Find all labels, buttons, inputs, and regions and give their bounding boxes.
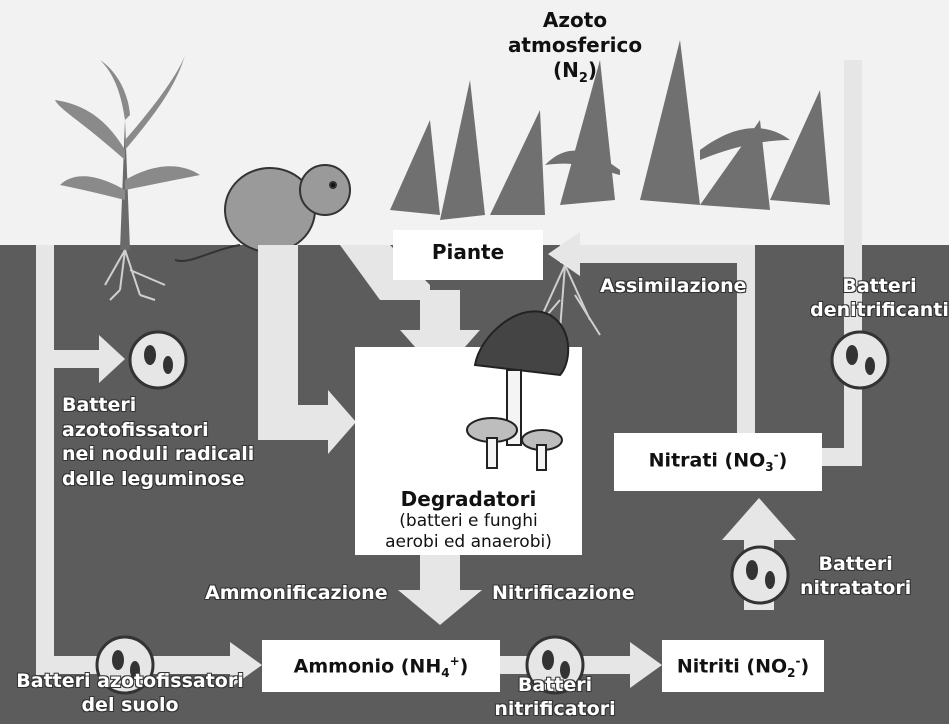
assimilation-label: Assimilazione — [600, 275, 747, 299]
nitrates-label: Nitrati (NO3-) — [614, 448, 822, 475]
bacteria-icon-denitrifying — [832, 332, 888, 388]
atmosphere-label-sub: 2 — [579, 71, 588, 86]
bacteria-icon-nitratator — [732, 547, 788, 603]
decomposers-title: Degradatori — [355, 487, 582, 512]
nitratator-bacteria-label: Batteri nitratatori — [800, 553, 911, 601]
atmosphere-label-line2: atmosferico (N — [508, 33, 642, 82]
nitrifying-bacteria-label: Batteri nitrificatori — [470, 674, 640, 722]
decomposers-description: (batteri e funghi aerobi ed anaerobi) — [355, 511, 582, 554]
plants-label: Piante — [393, 240, 543, 265]
nitrification-label: Nitrificazione — [492, 582, 635, 606]
nodule-bacteria-label: Batteri azotofissatori nei noduli radica… — [62, 393, 254, 492]
bacteria-icon-nodule — [130, 332, 186, 388]
ammonium-label: Ammonio (NH4+) — [262, 654, 500, 681]
atmosphere-label: Azoto atmosferico (N2) — [490, 8, 660, 87]
denitrifying-bacteria-label: Batteri denitrificanti — [810, 275, 949, 323]
atmosphere-label-line1: Azoto — [490, 8, 660, 33]
ammonification-label: Ammonificazione — [205, 582, 388, 606]
nitrites-label: Nitriti (NO2-) — [662, 654, 824, 681]
soil-bacteria-label: Batteri azotofissatori del suolo — [0, 670, 260, 718]
